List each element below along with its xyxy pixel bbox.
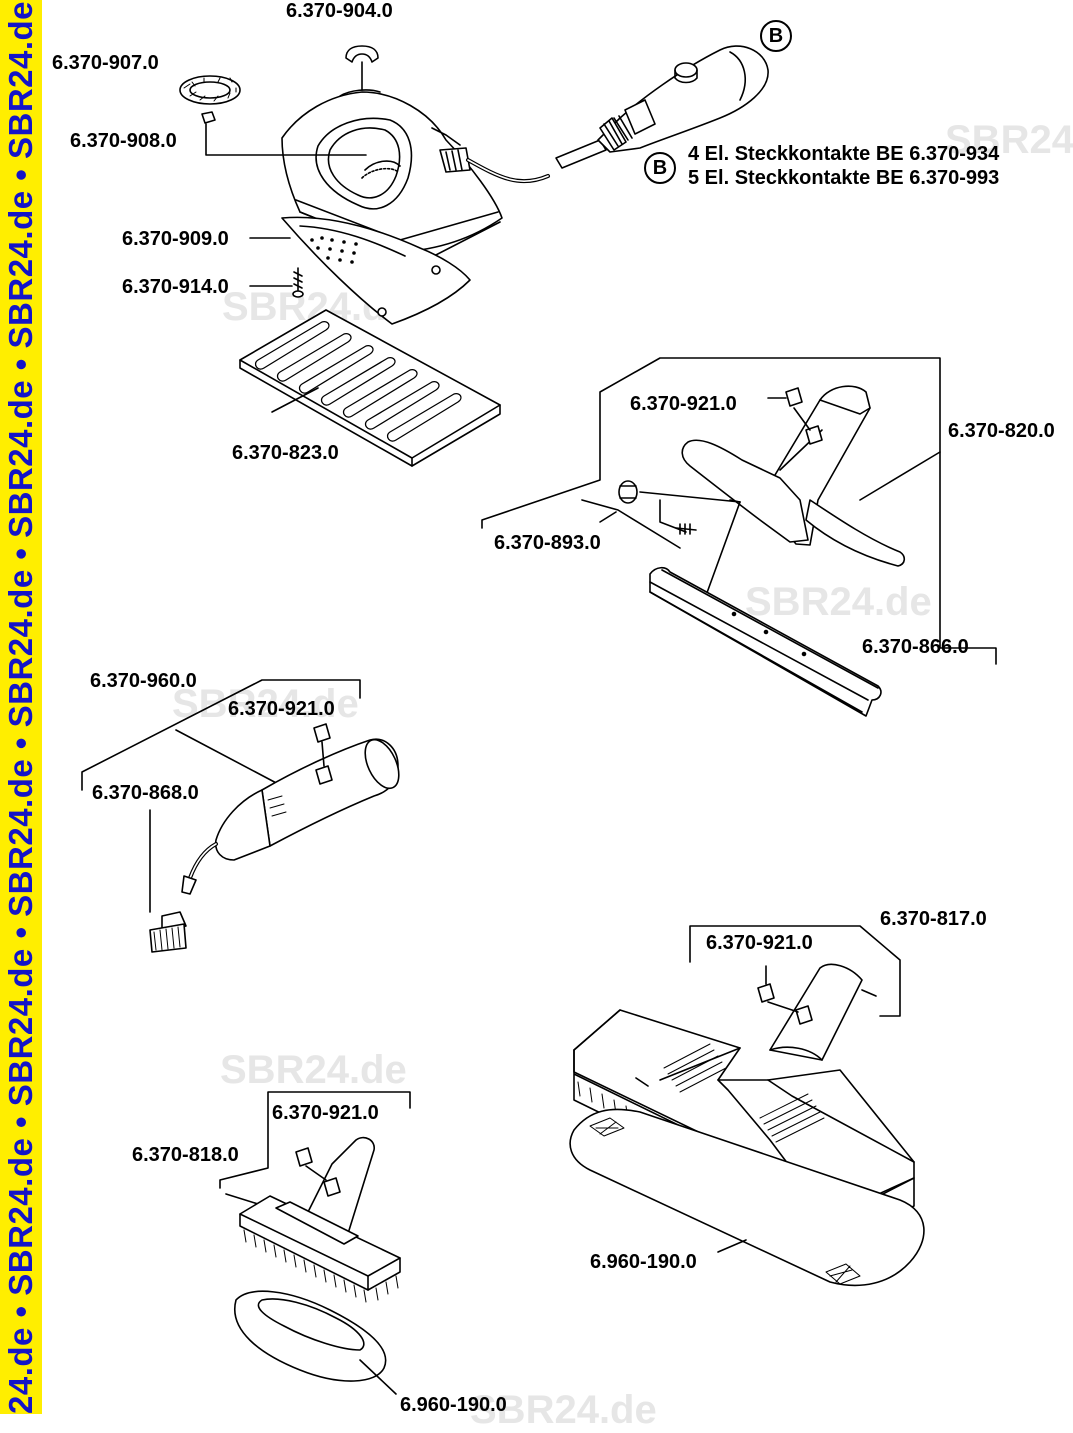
part-label: 6.370-904.0 [286,0,393,22]
part-label: 6.370-866.0 [862,636,969,658]
steam-iron-drawing [179,45,769,467]
watermark: SBR24.de [220,1048,407,1092]
part-label: 6.370-893.0 [494,532,601,554]
watermark-band: 24.de • SBR24.de • SBR24.de • SBR24.de •… [0,0,42,1414]
part-label: 6.370-907.0 [52,52,159,74]
watermark: SBR24.de [945,118,1073,162]
part-label: 6.960-190.0 [590,1251,697,1273]
hand-nozzle-drawing [81,679,400,953]
large-floor-nozzle-drawing [569,925,925,1287]
part-label: 6.370-820.0 [948,420,1055,442]
part-label: 6.370-921.0 [706,932,813,954]
part-label: 6.370-908.0 [70,130,177,152]
connector-note-5: 5 El. Steckkontakte BE 6.370-993 [688,167,1000,189]
part-label: 6.960-190.0 [400,1394,507,1416]
part-label: 6.370-921.0 [272,1102,379,1124]
part-label: 6.370-817.0 [880,908,987,930]
window-nozzle-drawing [481,357,997,717]
part-label: 6.370-823.0 [232,442,339,464]
part-label: 6.370-909.0 [122,228,229,250]
reference-marker-b: B [760,20,792,52]
connector-note-4: 4 El. Steckkontakte BE 6.370-934 [688,143,1000,165]
part-label: 6.370-960.0 [90,670,197,692]
part-label: 6.370-818.0 [132,1144,239,1166]
part-label: 6.370-921.0 [630,393,737,415]
watermark: SBR24.de [745,580,932,624]
watermark: SBR24.de [172,682,359,726]
part-label: 6.370-921.0 [228,698,335,720]
part-label: 6.370-868.0 [92,782,199,804]
reference-marker-b: B [644,152,676,184]
small-floor-nozzle-drawing [219,1091,411,1395]
part-label: 6.370-914.0 [122,276,229,298]
